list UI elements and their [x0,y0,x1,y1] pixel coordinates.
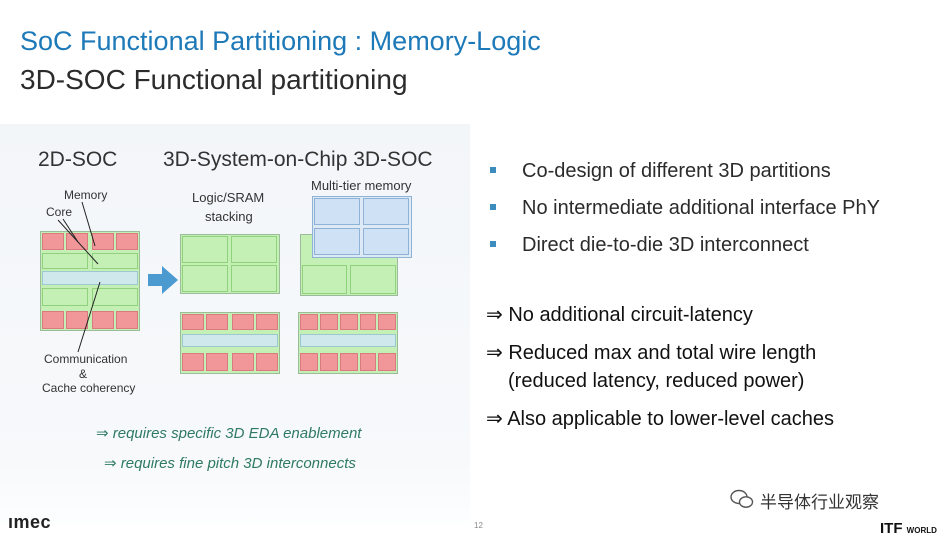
core-cell [116,233,138,250]
soc2d-title: 2D-SOC [38,148,118,171]
interconnect-note: ⇒ requires fine pitch 3D interconnects [104,455,356,472]
soc3d-title: 3D-System-on-Chip 3D-SOC [163,148,433,171]
sram-cell [231,265,277,292]
logic-die [180,312,280,374]
slide-subtitle: 3D-SOC Functional partitioning [20,64,408,95]
memory-cell [92,288,138,306]
slide-title: SoC Functional Partitioning : Memory-Log… [20,26,541,56]
memory-cell [92,253,138,269]
core-cell [378,353,396,371]
core-cell [182,314,204,330]
core-cell [300,314,318,330]
core-cell [66,311,88,329]
sram-cell [182,236,228,263]
core-cell [92,233,114,250]
memory-tier-blue [312,196,412,258]
sram-die [180,234,280,294]
implication-line: ⇒ No additional circuit-latency [486,304,753,326]
bullet-item: Direct die-to-die 3D interconnect [490,234,809,257]
wechat-icon [730,489,754,508]
sram-cell [350,265,396,294]
bullet-text: Direct die-to-die 3D interconnect [522,234,809,256]
core-cell [232,314,254,330]
watermark-text: 半导体行业观察 [760,493,879,512]
bullet-item: No intermediate additional interface PhY [490,197,880,220]
communication-bus [182,334,278,347]
pointer-lines [57,201,178,353]
core-cell [360,353,376,371]
arrow-right-icon [148,266,178,294]
square-bullet-icon [490,166,496,173]
communication-label: Communication [44,352,128,366]
core-cell [182,353,204,371]
itf-logo-text: ITF [880,520,903,537]
sram-cell [302,265,347,294]
cache-coherency-label: Cache coherency [42,381,136,395]
core-cell [92,311,114,329]
itf-world-text: WORLD [906,526,937,535]
core-cell [378,314,396,330]
sram-cell [182,265,228,292]
core-cell [232,353,254,371]
memory-cell [42,288,88,306]
logic-sram-label-1: Logic/SRAM [192,190,265,205]
ampersand-label: & [79,367,88,381]
itf-world-logo: ITF WORLD [880,520,937,537]
bullet-item: Co-design of different 3D partitions [490,160,831,183]
core-cell [206,353,228,371]
core-cell [256,353,278,371]
core-cell [300,353,318,371]
memory-cell [363,198,409,225]
memory-label: Memory [64,188,108,202]
memory-cell [42,253,88,269]
square-bullet-icon [490,203,496,210]
implication-line: ⇒ Also applicable to lower-level caches [486,408,835,430]
multitier-memory-label: Multi-tier memory [311,178,412,193]
memory-cell [314,198,360,225]
sram-cell [231,236,277,263]
memory-cell [363,228,409,255]
core-cell [116,311,138,329]
eda-note: ⇒ requires specific 3D EDA enablement [96,425,362,442]
implication-line: ⇒ Reduced max and total wire length [486,342,817,364]
bullet-text: Co-design of different 3D partitions [522,160,831,182]
core-cell [42,311,64,329]
implication-line: (reduced latency, reduced power) [508,370,805,392]
square-bullet-icon [490,240,496,247]
core-cell [42,233,64,250]
bullet-text: No intermediate additional interface PhY [522,197,880,219]
core-cell [256,314,278,330]
imec-logo: ımec [8,512,52,532]
core-cell [340,353,358,371]
core-cell [340,314,358,330]
figure-panel: 2D-SOC 3D-System-on-Chip 3D-SOC Memory C… [0,124,470,524]
core-cell [360,314,376,330]
multitier-logic-die [298,312,398,374]
logic-sram-label-2: stacking [205,209,253,224]
core-label: Core [46,205,73,219]
memory-cell [314,228,360,255]
core-cell [320,314,338,330]
core-cell [206,314,228,330]
core-cell [320,353,338,371]
communication-bus [42,271,138,285]
page-number: 12 [474,521,483,530]
communication-bus [300,334,396,347]
